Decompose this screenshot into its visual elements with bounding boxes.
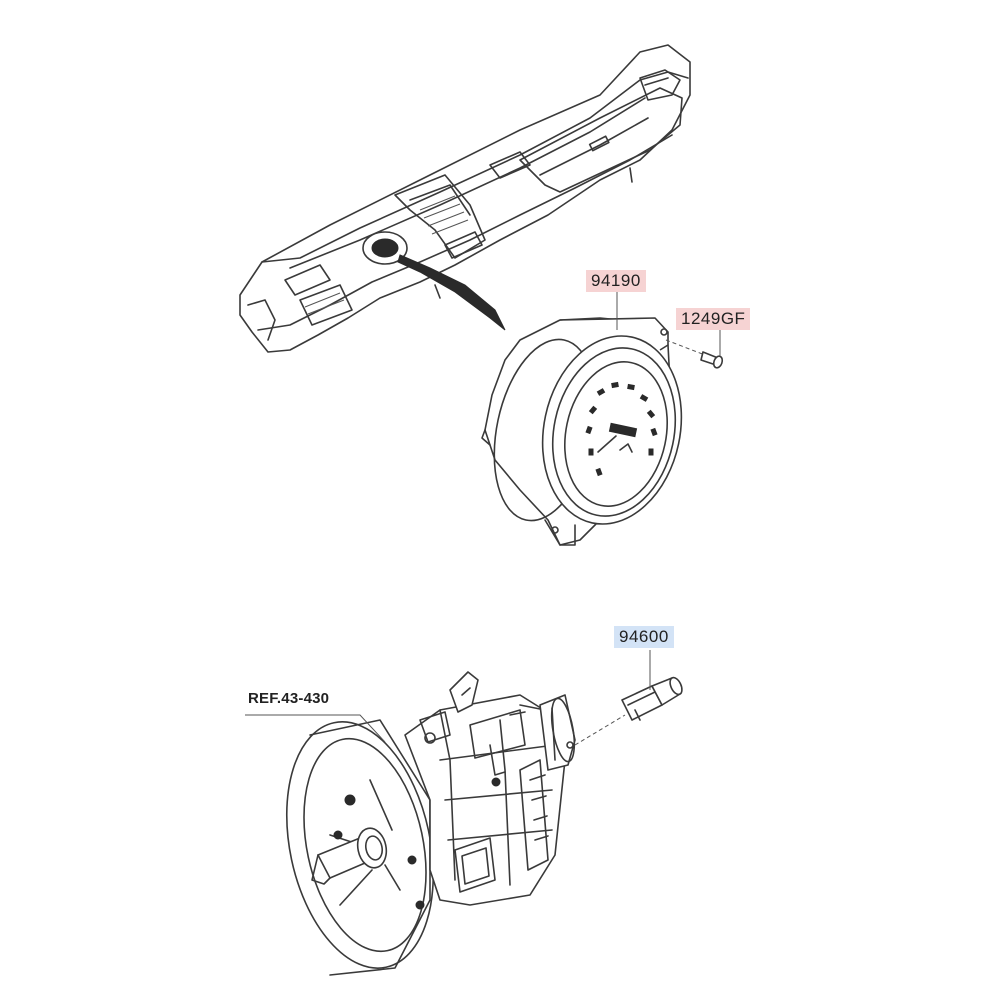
leader-ref xyxy=(245,714,386,743)
speed-sensor-94600 xyxy=(574,676,683,746)
speedometer-cluster xyxy=(481,317,683,546)
part-label-94600[interactable]: 94600 xyxy=(614,626,674,648)
reference-label[interactable]: REF.43-430 xyxy=(248,690,330,707)
transmission-illustration xyxy=(285,671,576,976)
dashboard-illustration xyxy=(239,44,691,353)
part-label-1249GF[interactable]: 1249GF xyxy=(676,308,751,330)
screw-1249GF xyxy=(665,339,724,369)
part-label-94190[interactable]: 94190 xyxy=(586,270,646,292)
